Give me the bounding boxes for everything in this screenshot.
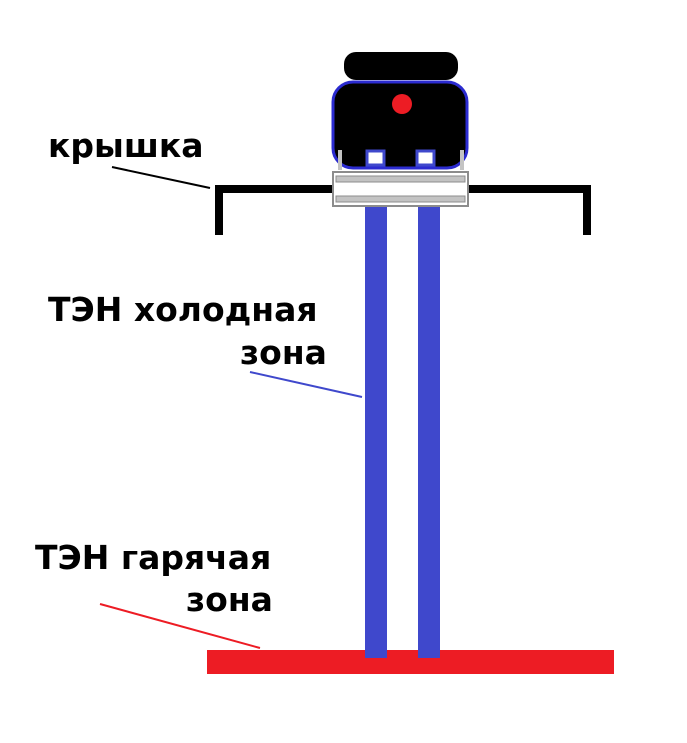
terminal-right (415, 149, 436, 167)
terminal-left (365, 149, 386, 167)
indicator-light-icon (392, 94, 412, 114)
cold-zone-label-line2: зона (240, 333, 327, 372)
flange (332, 171, 469, 207)
thermostat-housing (331, 52, 469, 170)
lid-pointer-line (111, 166, 211, 189)
heating-tube-right (418, 204, 440, 658)
lid-label: крышка (48, 126, 204, 165)
hot-zone-label-line2: зона (186, 580, 273, 619)
cold-zone-label-line1: ТЭН холодная (48, 290, 318, 329)
cold-zone-pointer-line (249, 371, 363, 398)
hot-zone-label-line1: ТЭН гарячая (35, 538, 272, 577)
hot-zone-bar (207, 650, 614, 674)
heating-tube-left (365, 204, 387, 658)
hot-zone-pointer-line (99, 603, 261, 649)
